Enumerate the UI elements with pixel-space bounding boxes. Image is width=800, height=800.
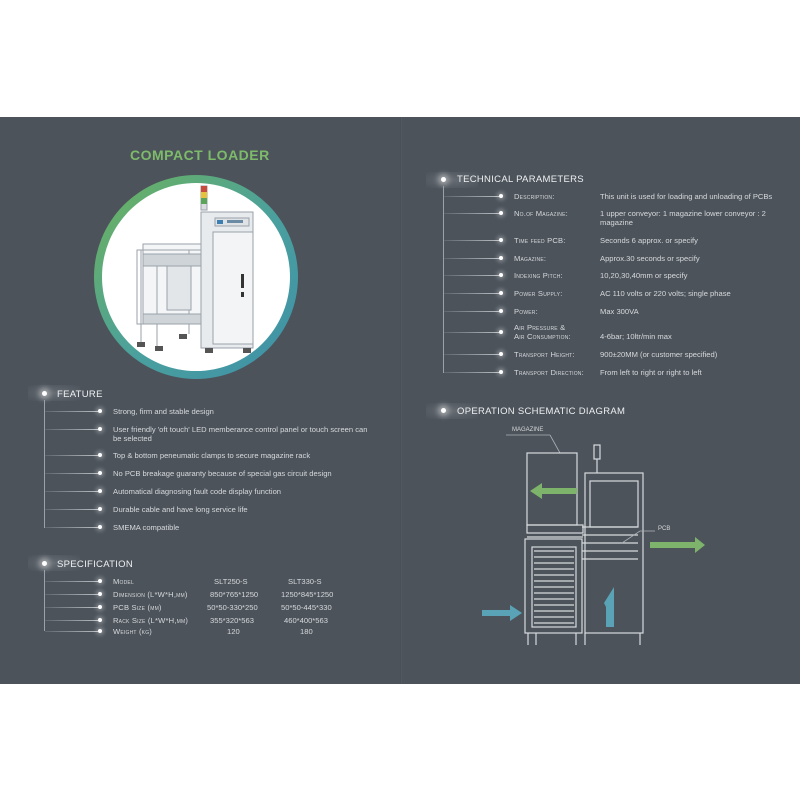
arrow-left-green [530, 483, 577, 499]
page-fold [400, 117, 402, 684]
tech-label-line2: Air Consumption: [514, 332, 571, 341]
spec-bullet [98, 629, 102, 633]
spec-value-b: 50*50-445*330 [281, 603, 332, 612]
spec-bullet [98, 579, 102, 583]
tech-bullet [499, 330, 503, 334]
spec-value-b: SLT330-S [288, 577, 322, 586]
diagram-heading-dot [441, 408, 446, 413]
spec-bullet [98, 605, 102, 609]
feature-bullet [98, 471, 102, 475]
tech-label: Transport Direction: [514, 368, 584, 377]
tech-label: Air Pressure & [514, 323, 566, 332]
spec-value-a: 355*320*563 [210, 616, 254, 625]
tech-label: Description: [514, 192, 555, 201]
tech-label: Transport Height: [514, 350, 575, 359]
feature-item: SMEMA compatible [113, 523, 180, 532]
feature-bullet [98, 507, 102, 511]
arrow-right-blue [482, 605, 522, 621]
feature-item: Top & bottom peneumatic clamps to secure… [113, 451, 311, 460]
tech-glow [426, 172, 478, 188]
tech-value: Approx.30 seconds or specify [600, 254, 700, 263]
feature-item: User friendly 'oft touch' LED memberance… [113, 425, 368, 443]
feature-bullet [98, 489, 102, 493]
tech-bullet [499, 273, 503, 277]
spec-heading: SPECIFICATION [57, 559, 134, 570]
feature-glow [28, 385, 80, 401]
tech-bullet [499, 211, 503, 215]
tech-value: From left to right or right to left [600, 368, 702, 377]
spec-label: Rack Size (L*W*H,mm) [113, 616, 189, 625]
feature-item: Durable cable and have long service life [113, 505, 248, 514]
arrow-up-blue [604, 587, 614, 627]
spec-label: PCB Size (mm) [113, 603, 162, 612]
tech-value: Seconds 6 approx. or specify [600, 236, 698, 245]
spec-vline [44, 570, 45, 631]
tech-value: 4-6bar; 10ltr/min max [600, 332, 672, 341]
pcb-label: PCB [658, 526, 671, 532]
magazine-label: MAGAZINE [512, 427, 544, 433]
feature-heading-dot [42, 391, 47, 396]
tech-label: Power Supply: [514, 289, 563, 298]
tech-bullet [499, 309, 503, 313]
feature-item: Automatical diagnosing fault code displa… [113, 487, 282, 496]
spec-value-a: 50*50-330*250 [207, 603, 258, 612]
feature-bullet [98, 409, 102, 413]
tech-bullet [499, 291, 503, 295]
tech-label: Power: [514, 307, 538, 316]
product-photo [93, 174, 299, 380]
schematic-drawing [482, 434, 705, 645]
tech-label: Indexing Pitch: [514, 271, 563, 280]
tech-value: AC 110 volts or 220 volts; single phase [600, 289, 731, 298]
feature-vline [44, 400, 45, 528]
spec-value-b: 1250*845*1250 [281, 590, 334, 599]
diagram-heading: OPERATION SCHEMATIC DIAGRAM [457, 406, 626, 417]
spec-label: Model [113, 577, 134, 586]
tech-bullet [499, 352, 503, 356]
spec-glow [28, 555, 80, 571]
tech-label: No.of Magazine: [514, 209, 568, 218]
tech-bullet [499, 256, 503, 260]
loader-machine-icon [94, 175, 298, 379]
feature-item: Strong, firm and stable design [113, 407, 214, 416]
spec-bullet [98, 592, 102, 596]
spec-value-a: 850*765*1250 [210, 590, 259, 599]
feature-item: No PCB breakage guaranty because of spec… [113, 469, 332, 478]
tech-bullet [499, 194, 503, 198]
tech-value: 10,20,30,40mm or specify [600, 271, 688, 280]
feature-bullet [98, 453, 102, 457]
diagram-glow [426, 403, 478, 419]
tech-value: 1 upper conveyor: 1 magazine lower conve… [600, 209, 766, 227]
tech-heading-dot [441, 177, 446, 182]
operation-schematic: MAGAZINE PCB [470, 423, 720, 663]
spec-bullet [98, 618, 102, 622]
spec-value-b: 460*400*563 [284, 616, 328, 625]
tech-bullet [499, 370, 503, 374]
spec-value-a: SLT250-S [214, 577, 248, 586]
feature-bullet [98, 427, 102, 431]
feature-bullet [98, 525, 102, 529]
tech-value: Max 300VA [600, 307, 639, 316]
spec-value-a: 120 [227, 627, 240, 636]
tech-value: 900±20MM (or customer specified) [600, 350, 718, 359]
tech-label: Magazine: [514, 254, 547, 263]
tech-value: This unit is used for loading and unload… [600, 192, 773, 201]
feature-heading: FEATURE [57, 389, 103, 400]
tech-label: Time feed PCB: [514, 236, 566, 245]
arrow-right-green [650, 537, 705, 553]
product-title: COMPACT LOADER [130, 147, 270, 163]
tech-vline [443, 186, 444, 373]
spec-label: Dimension (L*W*H,mm) [113, 590, 188, 599]
brochure-spread: COMPACT LOADER [0, 117, 800, 684]
tech-heading: TECHNICAL PARAMETERS [457, 174, 584, 185]
tech-bullet [499, 238, 503, 242]
spec-label: Weight (kg) [113, 627, 153, 636]
spec-heading-dot [42, 561, 47, 566]
spec-value-b: 180 [300, 627, 313, 636]
